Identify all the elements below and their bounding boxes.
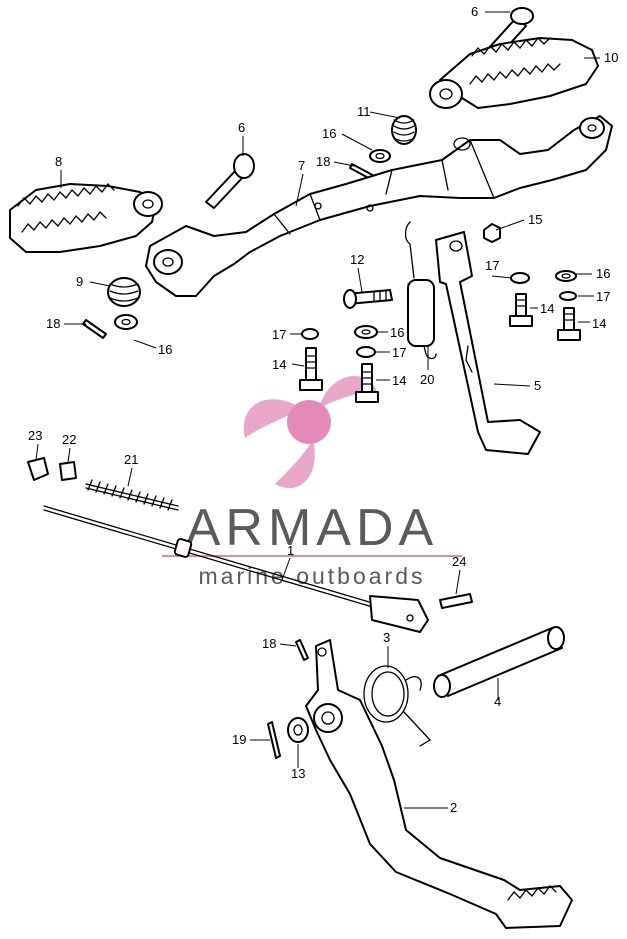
callout-14-center: 14	[392, 373, 406, 388]
callout-17-right: 17	[485, 258, 499, 273]
callout-10: 10	[604, 50, 618, 65]
watermark: ARMADA marine outboards	[162, 376, 462, 589]
callout-13: 13	[291, 766, 305, 781]
pin-24	[439, 593, 473, 609]
callout-14-center-left: 14	[272, 357, 286, 372]
washer-17-center	[356, 346, 376, 358]
callout-16-center: 16	[390, 325, 404, 340]
cotter-pin-19	[267, 721, 281, 759]
callout-17-center-left: 17	[272, 327, 286, 342]
pedal-spring-3	[363, 665, 432, 747]
callout-16-upper: 16	[322, 126, 336, 141]
callout-15: 15	[528, 212, 542, 227]
callout-14-right-b: 14	[592, 316, 606, 331]
bolt-14-center	[299, 347, 323, 391]
callout-1: 1	[287, 543, 294, 558]
footpeg-8	[9, 183, 163, 253]
callout-18-upper: 18	[316, 154, 330, 169]
cotter-pin-18-lower	[295, 639, 309, 661]
footpeg-10	[429, 37, 599, 109]
callout-3: 3	[383, 630, 390, 645]
bolt-12	[343, 289, 393, 309]
bolt-14-right-a	[509, 293, 533, 327]
brake-rod-1	[43, 505, 429, 633]
brake-pedal-2	[305, 639, 573, 929]
bolt-14-center-right	[355, 363, 379, 403]
bolt-14-right-b	[557, 307, 581, 341]
washer-13	[287, 717, 309, 743]
spring-9	[107, 277, 141, 307]
callout-6-left: 6	[238, 120, 245, 135]
washer-16-center	[354, 325, 378, 339]
callout-18-left: 18	[46, 316, 60, 331]
callout-14-right-a: 14	[540, 301, 554, 316]
leader-lines	[35, 11, 600, 809]
washer-17-right	[510, 272, 530, 284]
callout-16-right: 16	[596, 266, 610, 281]
nut-15	[483, 223, 501, 243]
callout-21: 21	[124, 452, 138, 467]
side-stand-5	[435, 231, 541, 455]
watermark-brand: ARMADA	[186, 499, 438, 557]
washer-17-right-b	[559, 291, 577, 301]
washer-16-right	[555, 270, 577, 282]
return-spring-21	[85, 479, 179, 511]
callout-2: 2	[450, 800, 457, 815]
callout-24: 24	[452, 554, 466, 569]
callout-17-center: 17	[392, 345, 406, 360]
callout-4: 4	[494, 694, 501, 709]
callout-12: 12	[350, 252, 364, 267]
callout-16-left: 16	[158, 342, 172, 357]
callout-11: 11	[357, 104, 371, 119]
washer-16-left	[114, 314, 138, 330]
callout-7: 7	[298, 158, 305, 173]
callout-23: 23	[28, 428, 42, 443]
callout-22: 22	[62, 432, 76, 447]
stand-spring-20	[404, 221, 437, 360]
cable-end-23	[27, 457, 49, 481]
pin-6-left	[205, 153, 255, 209]
callout-20: 20	[420, 372, 434, 387]
washer-17-left	[301, 328, 319, 340]
callout-9: 9	[76, 274, 83, 289]
sleeve-22	[59, 461, 77, 481]
callout-17-right-b: 17	[596, 289, 610, 304]
armada-propeller-logo	[243, 376, 377, 489]
callout-5: 5	[534, 378, 541, 393]
callout-8: 8	[55, 154, 62, 169]
callout-18-lower: 18	[262, 636, 276, 651]
spring-11	[391, 115, 417, 145]
callout-19: 19	[232, 732, 246, 747]
callout-labels: 6 10 6 11 16 18 8 7 15 12 9 17 16 17 14 …	[28, 4, 618, 815]
footpeg-bracket-7	[145, 115, 613, 297]
pivot-shaft-4	[433, 626, 565, 698]
callout-6-upper: 6	[471, 4, 478, 19]
washer-16-upper	[369, 149, 391, 163]
cotter-pin-18-left	[82, 319, 107, 339]
